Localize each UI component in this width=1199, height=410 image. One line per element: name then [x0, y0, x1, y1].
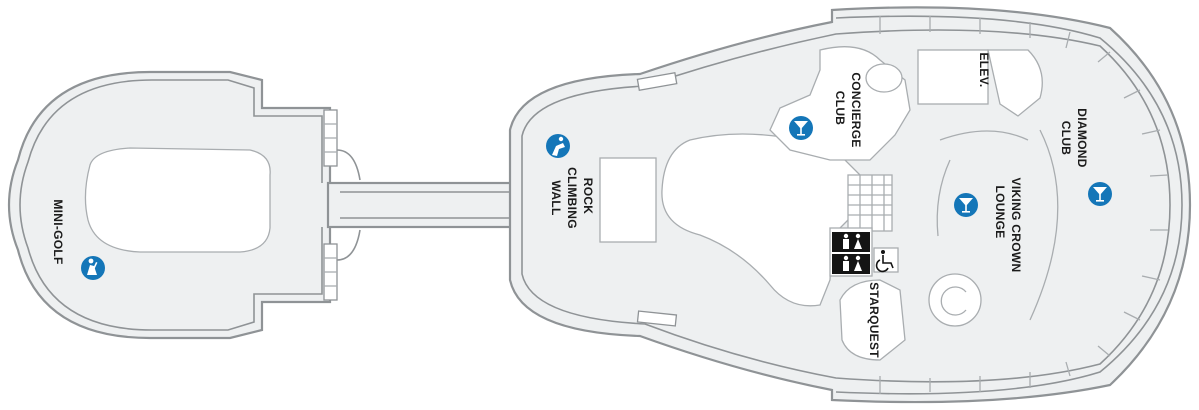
stage-box: [599, 157, 657, 243]
viking-lounge-arc: [939, 130, 1029, 141]
stern-inner-outline: [19, 79, 323, 331]
starquest-room: [839, 279, 906, 361]
mini-golf-area: MINI-GOLF: [7, 70, 361, 340]
forward-deck: ROCK CLIMBING WALL CONCIERGE CLUB ELEV. …: [508, 6, 1192, 404]
concierge-club-label-2: CLUB: [833, 91, 847, 126]
diamond-club-label-1: DIAMOND: [1075, 108, 1089, 167]
cocktail-glass-icon-lounge: [954, 193, 978, 217]
climber-icon: [546, 134, 570, 158]
connecting-walkway: [326, 181, 530, 229]
stair-rail-top: [636, 72, 678, 91]
stern-stair-curve-lower: [336, 229, 361, 261]
round-fixture: [928, 273, 982, 327]
cocktail-glass-icon: [789, 116, 813, 140]
cocktail-glass-icon-diamond: [1088, 182, 1112, 206]
bow-rail-ticks: [879, 16, 1169, 394]
starquest-label: STARQUEST: [867, 282, 881, 358]
golfer-icon: [81, 256, 105, 280]
restroom-icon: [829, 227, 873, 277]
walkway-outer: [326, 181, 530, 229]
mini-golf-label: MINI-GOLF: [51, 199, 65, 264]
rock-climbing-label-1: ROCK: [581, 178, 595, 215]
diamond-club-partition: [987, 49, 1043, 117]
mini-golf-green: [84, 147, 271, 253]
wheelchair-icon: [873, 247, 899, 273]
forward-inner-outline: [521, 29, 1171, 383]
central-stairs: [847, 174, 893, 232]
stern-stair-curve-upper: [336, 149, 361, 181]
rock-climbing-label-2: CLIMBING: [565, 167, 579, 229]
bow-rail-outer: [835, 15, 1183, 395]
viking-lounge-arc-lower: [936, 159, 951, 237]
stair-rail-bottom: [636, 310, 678, 327]
concierge-pod: [865, 63, 903, 93]
elevator-label: ELEV.: [977, 52, 991, 87]
viking-crown-label-2: LOUNGE: [993, 185, 1007, 238]
rock-climbing-label-3: WALL: [549, 180, 563, 215]
viking-crown-label-1: VIKING CROWN: [1009, 178, 1023, 273]
viking-lounge-sweep: [1029, 129, 1059, 321]
concierge-club-label-1: CONCIERGE: [849, 72, 863, 147]
diamond-club-label-2: CLUB: [1059, 121, 1073, 156]
elevator-shaft: [917, 49, 989, 105]
